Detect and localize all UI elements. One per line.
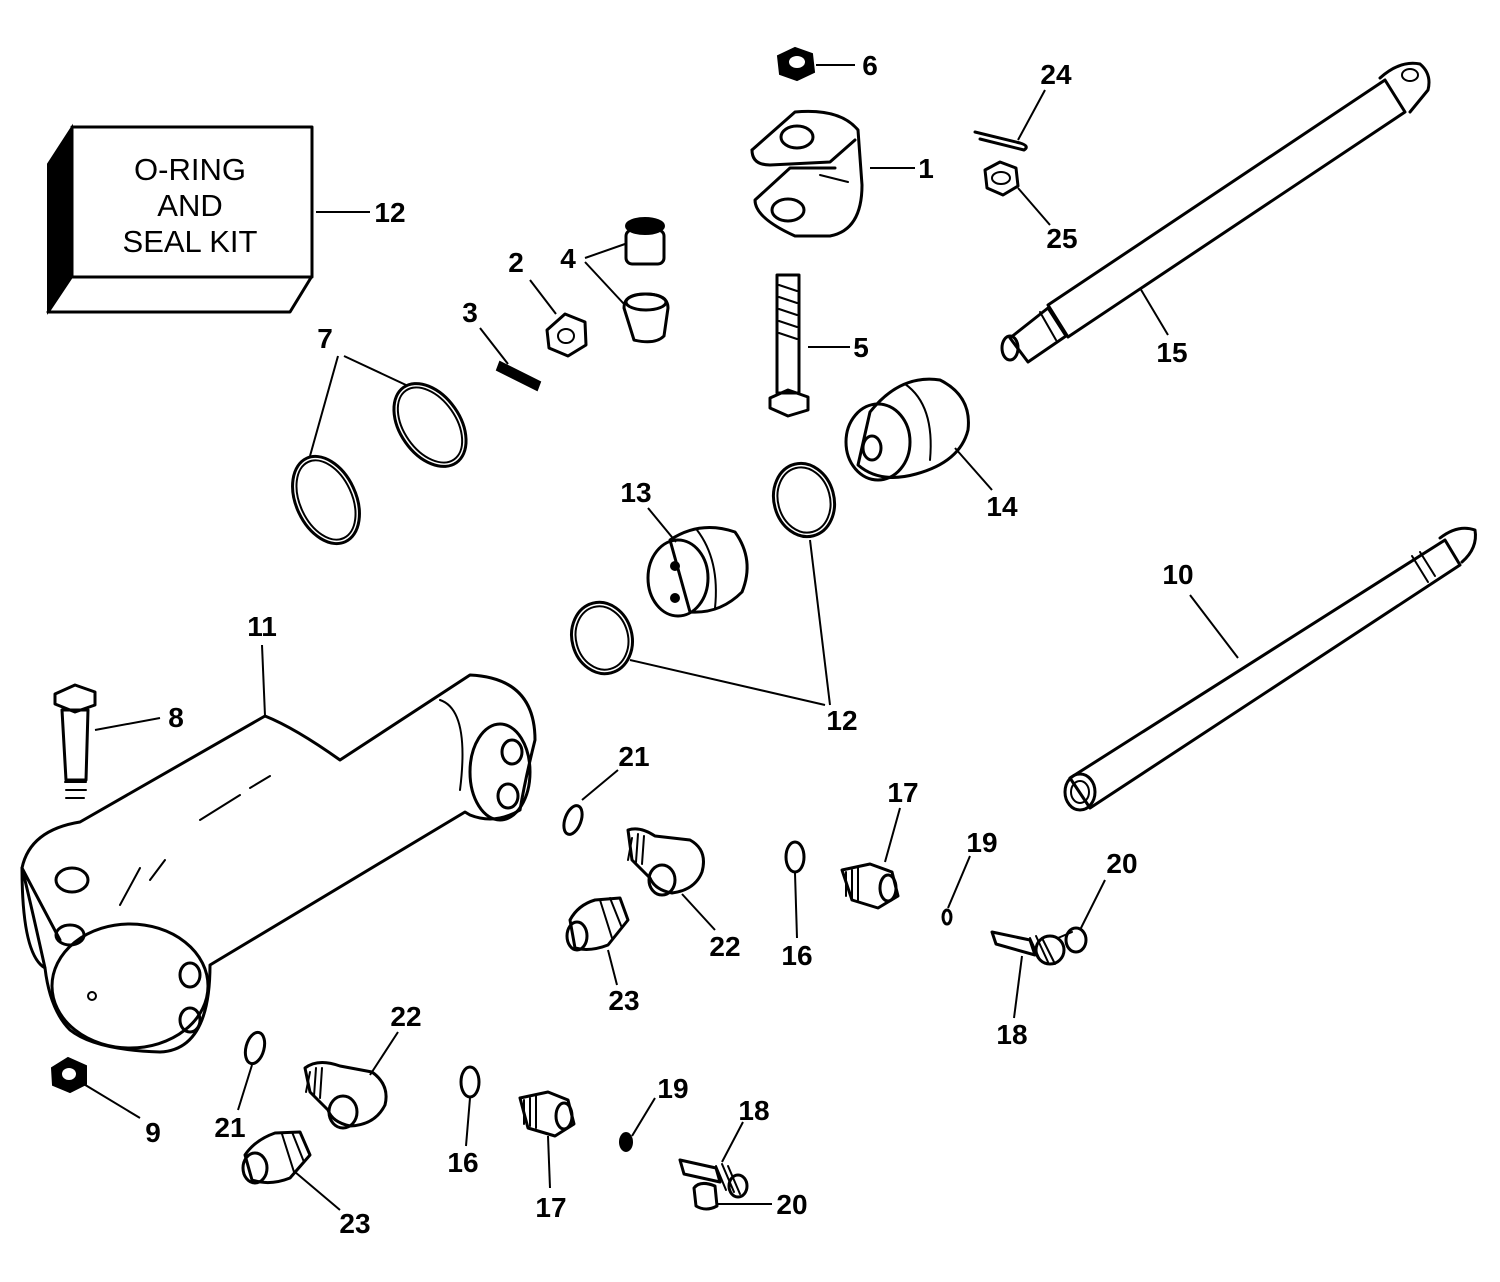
part-18-bleeder-b (678, 1158, 749, 1199)
callout-18-b: 18 (738, 1095, 769, 1126)
part-14-piston (844, 377, 970, 482)
callout-23-a: 23 (608, 985, 639, 1016)
callout-2: 2 (508, 247, 524, 278)
part-9-nut (50, 1056, 87, 1094)
callout-23-b: 23 (339, 1208, 370, 1239)
kit-line-1: O-RING (134, 152, 246, 187)
callout-17-a: 17 (887, 777, 918, 808)
part-23-fitting-a (565, 896, 630, 952)
callout-9: 9 (145, 1117, 161, 1148)
part-20-cap-b (692, 1181, 719, 1211)
part-16-washer-b (459, 1065, 481, 1099)
part-23-fitting-b (241, 1130, 312, 1185)
callout-18-a: 18 (996, 1019, 1027, 1050)
callout-labels: 6 1 24 25 15 12 2 3 4 5 7 14 13 12 10 8 … (145, 50, 1193, 1239)
callout-19-b: 19 (657, 1073, 688, 1104)
callout-1: 1 (918, 153, 934, 184)
part-19-spring-b (619, 1132, 633, 1152)
part-19-ring-a (941, 908, 953, 926)
callout-11: 11 (247, 611, 277, 642)
part-2-nut (545, 312, 588, 358)
callout-22-b: 22 (390, 1001, 421, 1032)
part-24-cotter-pin (973, 130, 1028, 152)
leader-lines (81, 64, 1239, 1211)
part-15-tie-rod (1000, 61, 1431, 364)
callout-21-a: 21 (618, 741, 649, 772)
part-5-bolt (768, 273, 810, 418)
callout-16-a: 16 (781, 940, 812, 971)
callout-10: 10 (1162, 559, 1193, 590)
part-10-tube (1063, 526, 1477, 812)
part-21-washer-b (243, 1030, 267, 1066)
seal-kit-box: O-RING AND SEAL KIT (46, 123, 314, 315)
callout-4: 4 (560, 243, 576, 274)
part-21-washer-a (562, 804, 584, 836)
callout-22-a: 22 (709, 931, 740, 962)
callout-17-b: 17 (535, 1192, 566, 1223)
callout-14: 14 (986, 491, 1018, 522)
part-7-o-rings (291, 382, 468, 546)
part-11-cylinder (20, 673, 537, 1054)
kit-line-2: AND (157, 188, 222, 223)
part-6-nut (776, 46, 816, 82)
part-22-elbow-b (303, 1061, 388, 1130)
part-8-bolt (53, 683, 97, 799)
callout-20-a: 20 (1106, 848, 1137, 879)
part-16-washer-a (784, 840, 806, 874)
part-25-nut (983, 160, 1020, 197)
part-22-elbow-a (626, 827, 705, 897)
callout-12-rings: 12 (826, 705, 857, 736)
callout-21-b: 21 (214, 1112, 245, 1143)
callout-13: 13 (620, 477, 651, 508)
part-3-pin (495, 360, 542, 392)
callout-3: 3 (462, 297, 478, 328)
callout-6: 6 (862, 50, 878, 81)
callout-20-b: 20 (776, 1189, 807, 1220)
callout-15: 15 (1156, 337, 1187, 368)
callout-24: 24 (1040, 59, 1072, 90)
callout-25: 25 (1046, 223, 1077, 254)
part-20-cap-a (1034, 926, 1088, 966)
part-17-fitting-a (840, 862, 900, 910)
callout-16-b: 16 (447, 1147, 478, 1178)
callout-19-a: 19 (966, 827, 997, 858)
callout-12-kit: 12 (374, 197, 405, 228)
callout-7: 7 (317, 323, 333, 354)
part-1-bracket (750, 109, 864, 238)
callout-5: 5 (853, 332, 869, 363)
part-12-o-rings (570, 461, 837, 676)
kit-line-3: SEAL KIT (123, 224, 258, 259)
callout-8: 8 (168, 702, 184, 733)
part-13-piston (646, 526, 749, 618)
part-17-fitting-b (518, 1090, 576, 1138)
part-4-bushings (622, 217, 670, 344)
